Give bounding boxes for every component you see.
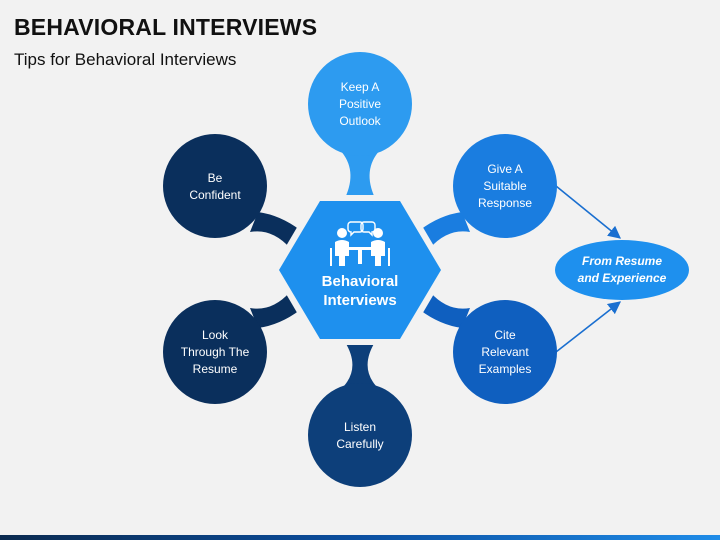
- node-circle-look-resume: [163, 300, 267, 404]
- node-label-cite-examples: Cite Relevant Examples: [450, 327, 560, 378]
- node-circle-cite-examples: [453, 300, 557, 404]
- arrow-from-response: [555, 185, 621, 239]
- center-hexagon-fill: [279, 201, 441, 339]
- connector-top-left: [250, 212, 300, 248]
- connector-top: [340, 150, 380, 198]
- node-label-listen: Listen Carefully: [305, 419, 415, 453]
- node-circle-suitable-response: [453, 134, 557, 238]
- node-line: Examples: [478, 362, 532, 376]
- node-label-be-confident: Be Confident: [160, 170, 270, 204]
- node-label-keep-positive: Keep A Positive Outlook: [305, 79, 415, 130]
- bottom-accent-bar: [0, 535, 720, 540]
- node-line: Through The: [180, 345, 250, 359]
- node-line: Give A: [487, 162, 523, 176]
- node-line: Outlook: [339, 114, 381, 128]
- node-line: Be: [207, 171, 223, 185]
- node-line: Look: [201, 328, 229, 342]
- page-subtitle: Tips for Behavioral Interviews: [14, 50, 237, 69]
- node-line: Keep A: [340, 80, 380, 94]
- target-ellipse: [555, 240, 689, 300]
- center-label-line-1: Behavioral: [321, 273, 399, 290]
- node-circle-keep-positive: [308, 52, 412, 156]
- node-circle-listen: [308, 383, 412, 487]
- node-line: Response: [477, 196, 533, 210]
- node-line: Listen: [343, 420, 377, 434]
- arrow-from-examples: [555, 301, 622, 353]
- node-label-look-resume: Look Through The Resume: [160, 327, 270, 378]
- target-line: and Experience: [577, 271, 667, 285]
- connector-bottom-left: [250, 292, 300, 328]
- interview-meeting-icon: [330, 221, 390, 266]
- page-title: BEHAVIORAL INTERVIEWS: [14, 14, 318, 40]
- node-line: Resume: [192, 362, 238, 376]
- node-label-suitable-response: Give A Suitable Response: [450, 161, 560, 212]
- node-line: Suitable: [483, 179, 527, 193]
- node-line: Relevant: [481, 345, 529, 359]
- node-circle-be-confident: [163, 134, 267, 238]
- connector-top-right: [420, 212, 470, 248]
- node-line: Carefully: [336, 437, 384, 451]
- connector-group: [250, 150, 470, 390]
- connector-bottom: [340, 342, 380, 390]
- center-label-line-2: Interviews: [323, 292, 397, 309]
- target-line: From Resume: [581, 254, 663, 268]
- target-label: From Resume and Experience: [557, 253, 687, 287]
- node-line: Positive: [338, 97, 382, 111]
- center-label: Behavioral Interviews: [290, 272, 430, 310]
- node-line: Cite: [494, 328, 516, 342]
- connector-bottom-right: [420, 292, 470, 328]
- node-line: Confident: [189, 188, 241, 202]
